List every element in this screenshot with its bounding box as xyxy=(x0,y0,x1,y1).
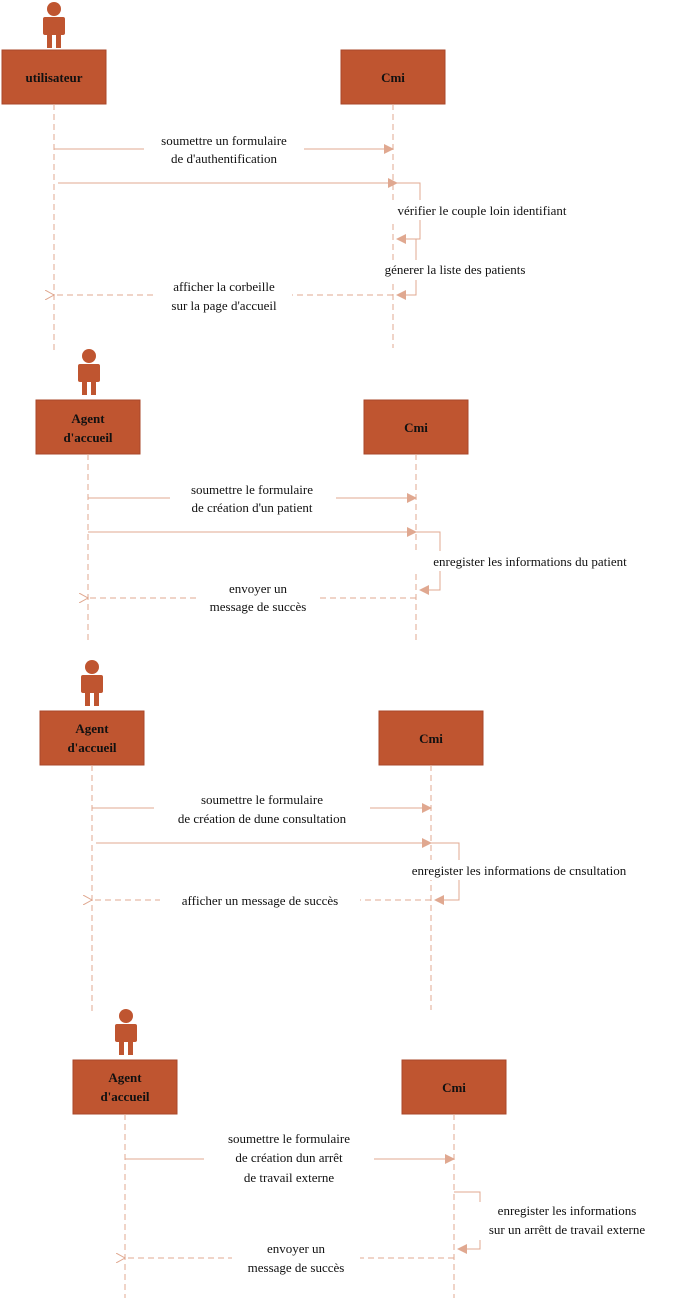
actor-label: Agent xyxy=(108,1070,142,1085)
actor-box-utilisateur: utilisateur xyxy=(1,49,107,105)
message-label: enregister les informations xyxy=(498,1203,637,1218)
actor-label: Agent xyxy=(71,411,105,426)
message-label: envoyer un xyxy=(267,1241,326,1256)
system-box-cmi: Cmi xyxy=(401,1059,507,1115)
person-icon xyxy=(115,1009,137,1055)
message-label: soumettre le formulaire xyxy=(191,482,313,497)
message-label: génerer la liste des patients xyxy=(385,262,526,277)
diagram-patient-creation: Agent d'accueil Cmi soumettre le formula… xyxy=(35,349,654,640)
person-icon xyxy=(43,2,65,48)
message-label: afficher un message de succès xyxy=(182,893,338,908)
message-label: envoyer un xyxy=(229,581,288,596)
actor-box-agent-accueil: Agent d'accueil xyxy=(35,399,141,455)
message-label: sur la page d'accueil xyxy=(171,298,277,313)
actor-label: utilisateur xyxy=(25,70,82,85)
message-label: afficher la corbeille xyxy=(173,279,275,294)
message-label: de travail externe xyxy=(244,1170,334,1185)
actor-label: Agent xyxy=(75,721,109,736)
message-label: sur un arrêtt de travail externe xyxy=(489,1222,646,1237)
system-box-cmi: Cmi xyxy=(378,710,484,766)
message-label: de d'authentification xyxy=(171,151,277,166)
system-label: Cmi xyxy=(419,731,443,746)
actor-label: d'accueil xyxy=(63,430,112,445)
message-label: enregister les informations de cnsultati… xyxy=(412,863,627,878)
diagram-work-stoppage-creation: Agent d'accueil Cmi soumettre le formula… xyxy=(72,1009,672,1298)
system-box-cmi: Cmi xyxy=(363,399,469,455)
actor-label: d'accueil xyxy=(67,740,116,755)
message-label: soumettre un formulaire xyxy=(161,133,287,148)
message-label: message de succès xyxy=(210,599,307,614)
system-label: Cmi xyxy=(442,1080,466,1095)
message-label: de création dun arrêt xyxy=(235,1150,343,1165)
diagram-authentication: utilisateur Cmi soumettre un formulaire … xyxy=(1,2,592,352)
message-label: vérifier le couple loin identifiant xyxy=(398,203,567,218)
person-icon xyxy=(81,660,103,706)
message-label: message de succès xyxy=(248,1260,345,1275)
message-label: de création d'un patient xyxy=(191,500,312,515)
actor-label: d'accueil xyxy=(100,1089,149,1104)
person-icon xyxy=(78,349,100,395)
message-label: enregister les informations du patient xyxy=(433,554,627,569)
system-box-cmi: Cmi xyxy=(340,49,446,105)
actor-box-agent-accueil: Agent d'accueil xyxy=(39,710,145,766)
message-label: soumettre le formulaire xyxy=(201,792,323,807)
system-label: Cmi xyxy=(404,420,428,435)
system-label: Cmi xyxy=(381,70,405,85)
diagram-consultation-creation: Agent d'accueil Cmi soumettre le formula… xyxy=(39,660,654,1012)
message-label: de création de dune consultation xyxy=(178,811,347,826)
message-label: soumettre le formulaire xyxy=(228,1131,350,1146)
actor-box-agent-accueil: Agent d'accueil xyxy=(72,1059,178,1115)
